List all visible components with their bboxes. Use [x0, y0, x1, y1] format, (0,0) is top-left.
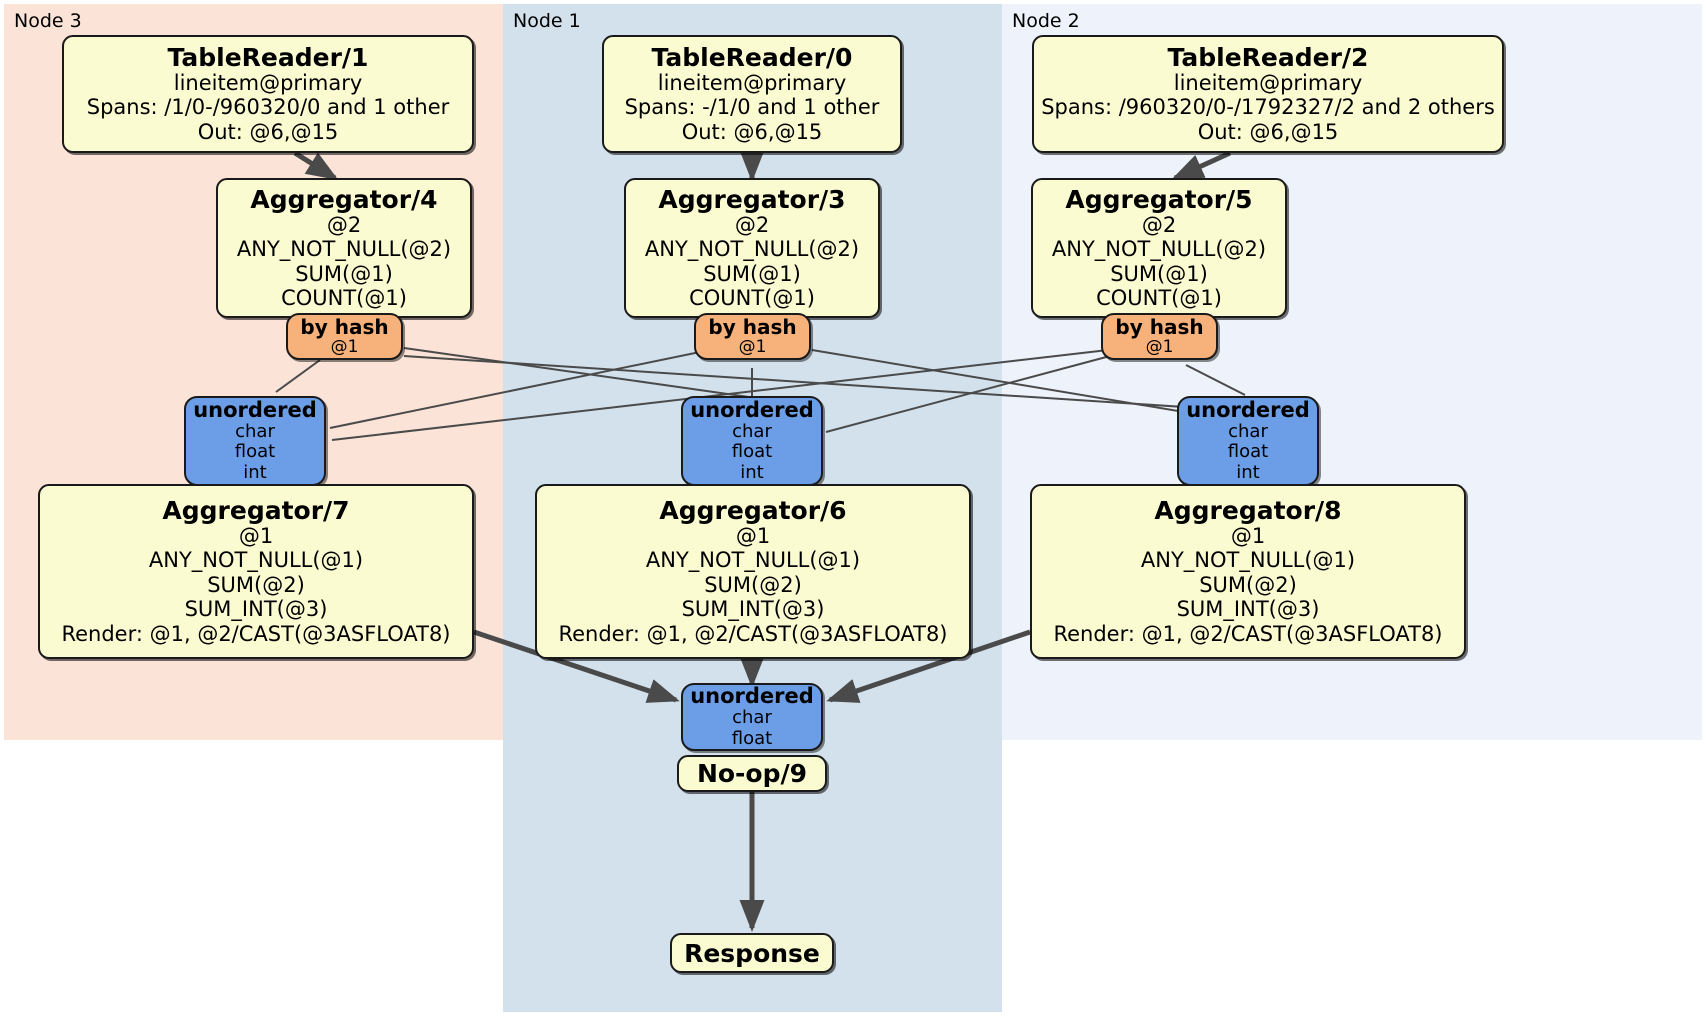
processor-detail: lineitem@primary: [173, 70, 363, 95]
processor-title: Aggregator/5: [1065, 184, 1253, 214]
input-stream-unordered-8[interactable]: unordered char float int: [1177, 396, 1319, 486]
output-router-by-hash-5[interactable]: by hash @1: [1101, 313, 1218, 360]
stream-type: float: [731, 727, 773, 749]
processor-detail: Render: @1, @2/CAST(@3ASFLOAT8): [1053, 621, 1443, 646]
processor-title: TableReader/0: [651, 42, 853, 72]
stream-title: unordered: [1186, 398, 1310, 423]
processor-detail: SUM(@1): [295, 261, 393, 286]
router-detail: @1: [738, 336, 767, 357]
processor-aggregator-3[interactable]: Aggregator/3 @2 ANY_NOT_NULL(@2) SUM(@1)…: [624, 178, 880, 318]
processor-title: Aggregator/4: [250, 184, 438, 214]
processor-tablereader-1[interactable]: TableReader/1 lineitem@primary Spans: /1…: [62, 35, 474, 153]
processor-title: Aggregator/7: [162, 496, 350, 526]
stream-type: int: [243, 461, 267, 483]
stream-title: unordered: [690, 398, 814, 423]
processor-detail: lineitem@primary: [1173, 70, 1363, 95]
processor-detail: SUM(@2): [207, 572, 305, 597]
router-title: by hash: [708, 314, 797, 339]
processor-aggregator-4[interactable]: Aggregator/4 @2 ANY_NOT_NULL(@2) SUM(@1)…: [216, 178, 472, 318]
input-stream-unordered-6[interactable]: unordered char float int: [681, 396, 823, 486]
processor-detail: ANY_NOT_NULL(@2): [1051, 237, 1267, 262]
processor-detail: Render: @1, @2/CAST(@3ASFLOAT8): [558, 621, 948, 646]
processor-detail: COUNT(@1): [1096, 285, 1222, 310]
processor-title: Aggregator/8: [1154, 496, 1342, 526]
processor-title: TableReader/1: [167, 42, 369, 72]
processor-detail: ANY_NOT_NULL(@2): [644, 237, 860, 262]
processor-detail: ANY_NOT_NULL(@1): [1140, 548, 1356, 573]
processor-detail: @2: [734, 212, 770, 237]
processor-response[interactable]: Response: [670, 933, 834, 973]
panel-node-3-label: Node 3: [14, 10, 82, 32]
panel-node-1-label: Node 1: [513, 10, 581, 32]
processor-detail: SUM(@1): [1110, 261, 1208, 286]
stream-type: char: [732, 421, 772, 443]
processor-detail: Out: @6,@15: [1197, 119, 1339, 144]
processor-title: TableReader/2: [1167, 42, 1369, 72]
processor-tablereader-0[interactable]: TableReader/0 lineitem@primary Spans: -/…: [602, 35, 902, 153]
router-title: by hash: [1115, 314, 1204, 339]
stream-type: float: [234, 441, 276, 463]
stream-type: float: [731, 441, 773, 463]
processor-aggregator-5[interactable]: Aggregator/5 @2 ANY_NOT_NULL(@2) SUM(@1)…: [1031, 178, 1287, 318]
stream-type: char: [1228, 421, 1268, 443]
processor-title: Aggregator/3: [658, 184, 846, 214]
processor-detail: Spans: /960320/0-/1792327/2 and 2 others: [1041, 95, 1495, 120]
stream-title: unordered: [690, 684, 814, 709]
processor-detail: @1: [735, 524, 771, 549]
processor-no-op-9[interactable]: No-op/9: [677, 755, 827, 792]
processor-detail: COUNT(@1): [281, 285, 407, 310]
stream-type: int: [1236, 461, 1260, 483]
processor-detail: @1: [1230, 524, 1266, 549]
input-stream-unordered-final[interactable]: unordered char float: [681, 683, 823, 751]
processor-detail: Out: @6,@15: [197, 119, 339, 144]
stream-type: float: [1227, 441, 1269, 463]
processor-title: Aggregator/6: [659, 496, 847, 526]
processor-aggregator-6[interactable]: Aggregator/6 @1 ANY_NOT_NULL(@1) SUM(@2)…: [535, 484, 971, 659]
processor-tablereader-2[interactable]: TableReader/2 lineitem@primary Spans: /9…: [1032, 35, 1504, 153]
processor-detail: SUM(@2): [1199, 572, 1297, 597]
processor-detail: ANY_NOT_NULL(@1): [148, 548, 364, 573]
processor-detail: COUNT(@1): [689, 285, 815, 310]
processor-detail: Render: @1, @2/CAST(@3ASFLOAT8): [61, 621, 451, 646]
processor-detail: @2: [1141, 212, 1177, 237]
router-detail: @1: [330, 336, 359, 357]
input-stream-unordered-7[interactable]: unordered char float int: [184, 396, 326, 486]
stream-type: char: [235, 421, 275, 443]
processor-detail: ANY_NOT_NULL(@2): [236, 237, 452, 262]
processor-detail: Spans: /1/0-/960320/0 and 1 other: [86, 95, 450, 120]
processor-detail: SUM_INT(@3): [184, 597, 328, 622]
processor-title: No-op/9: [696, 759, 808, 788]
processor-detail: @2: [326, 212, 362, 237]
processor-aggregator-7[interactable]: Aggregator/7 @1 ANY_NOT_NULL(@1) SUM(@2)…: [38, 484, 474, 659]
panel-node-2-label: Node 2: [1012, 10, 1080, 32]
processor-title: Response: [684, 938, 820, 968]
output-router-by-hash-3[interactable]: by hash @1: [694, 313, 811, 360]
output-router-by-hash-4[interactable]: by hash @1: [286, 313, 403, 360]
processor-detail: @1: [238, 524, 274, 549]
stream-type: int: [740, 461, 764, 483]
processor-detail: ANY_NOT_NULL(@1): [645, 548, 861, 573]
processor-detail: SUM(@2): [704, 572, 802, 597]
processor-detail: Out: @6,@15: [681, 119, 823, 144]
processor-aggregator-8[interactable]: Aggregator/8 @1 ANY_NOT_NULL(@1) SUM(@2)…: [1030, 484, 1466, 659]
stream-title: unordered: [193, 398, 317, 423]
processor-detail: Spans: -/1/0 and 1 other: [624, 95, 880, 120]
stream-type: char: [732, 707, 772, 729]
processor-detail: SUM_INT(@3): [681, 597, 825, 622]
router-detail: @1: [1145, 336, 1174, 357]
router-title: by hash: [300, 314, 389, 339]
processor-detail: SUM(@1): [703, 261, 801, 286]
processor-detail: SUM_INT(@3): [1176, 597, 1320, 622]
processor-detail: lineitem@primary: [657, 70, 847, 95]
